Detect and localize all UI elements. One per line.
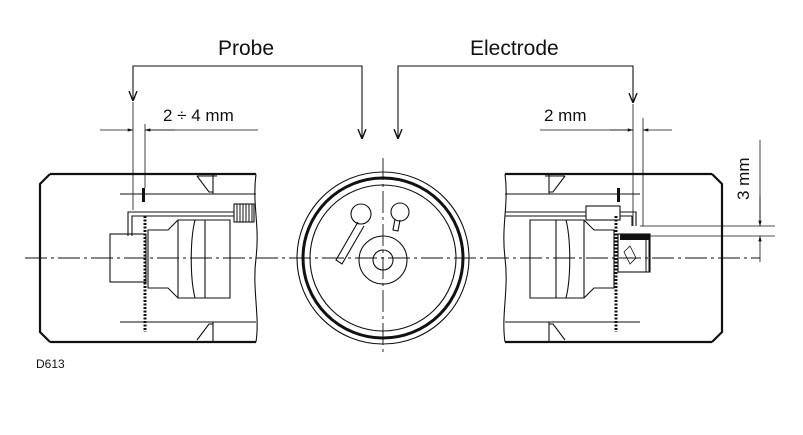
drawing-code: D613	[36, 357, 65, 371]
burner-front-view	[296, 158, 470, 356]
probe-title: Probe	[218, 37, 274, 60]
electrode-title: Electrode	[470, 37, 559, 60]
electrode-gap-label: 2 mm	[544, 106, 587, 125]
probe-side-view	[38, 172, 258, 344]
probe-gap-label: 2 ÷ 4 mm	[163, 106, 234, 125]
probe-leader	[133, 65, 362, 138]
electrode-side-view	[503, 172, 724, 344]
electrode-height-dimension	[640, 140, 775, 262]
probe-gap-dimension	[100, 102, 258, 210]
electrode-gap-dimension	[540, 104, 672, 226]
electrode-height-label: 3 mm	[734, 158, 753, 201]
electrode-leader	[398, 65, 633, 138]
